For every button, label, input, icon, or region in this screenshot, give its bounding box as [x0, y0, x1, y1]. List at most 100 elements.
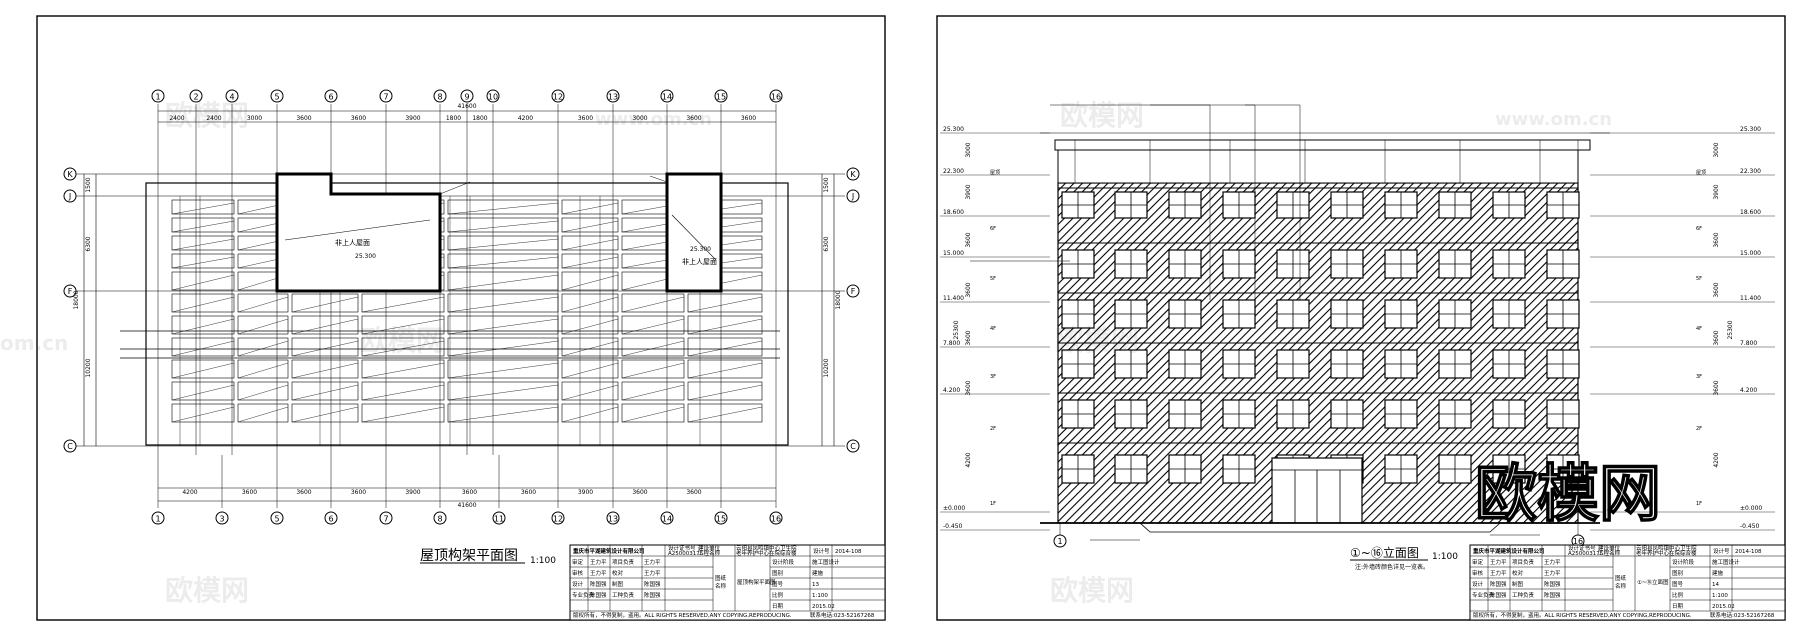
axis-bubble-bottom: [551, 511, 565, 525]
title-block: 重庆市平湖建筑设计有限公司设计证书号A250003175建设单位工程名称云阳县凤…: [1469, 544, 1786, 621]
level-mark-right: 22.300: [1740, 168, 1761, 175]
axis-bubble-side: [63, 167, 77, 181]
tb-name: 王力平: [1490, 558, 1507, 566]
level-dim: 3000: [965, 142, 972, 157]
axis-bubble-bottom: [270, 511, 284, 525]
level-dim: 3600: [965, 232, 972, 247]
dim-text: 1800: [446, 115, 461, 122]
frame-bay: [561, 403, 619, 423]
tb-label: 图号: [1672, 580, 1684, 588]
frame-bay: [447, 253, 559, 269]
frame-slope: [171, 202, 235, 215]
dim-text: 3600: [296, 489, 311, 496]
frame-slope: [447, 220, 559, 233]
footer-left: 版权所有，不得复制，盗用。ALL RIGHTS RESERVED,ANY COP…: [573, 611, 792, 619]
roof-elev-right: 25.300: [690, 246, 711, 253]
leader-line: [439, 181, 471, 195]
frame-bay: [361, 315, 445, 335]
frame-slope: [291, 340, 359, 357]
axis-bubble: [1053, 534, 1067, 548]
project-label: 工程名称: [1598, 549, 1621, 557]
level-mark-left: 25.300: [943, 126, 964, 133]
frame-bay: [361, 337, 445, 357]
frame-bay: [621, 403, 685, 423]
tb-label: 比例: [1672, 591, 1684, 599]
frame-bay: [291, 293, 359, 313]
frame-bay: [447, 293, 559, 313]
floor-label: 4F: [1696, 326, 1702, 332]
axis-label: C: [850, 442, 856, 451]
dim-text: 2400: [169, 115, 184, 122]
frame-bay: [171, 271, 235, 291]
frame-bay: [237, 381, 289, 401]
tb-val: 2015.02: [812, 604, 835, 610]
client-label: 建设单位: [698, 544, 721, 552]
dim-text: 3000: [632, 115, 647, 122]
frame-bay: [447, 271, 559, 291]
frame-bay: [171, 315, 235, 335]
tb-role: 工种负责: [612, 591, 635, 599]
axis-bubble-side: [846, 167, 860, 181]
dim-text: 3900: [405, 115, 420, 122]
tb-role: 工种负责: [1512, 591, 1535, 599]
frame-bay: [171, 199, 235, 215]
frame-slope: [361, 296, 445, 313]
tb-role: 校对: [612, 569, 624, 577]
frame-slope: [561, 340, 619, 357]
design-no: 2014-108: [1735, 549, 1762, 555]
tb-role: 审定: [572, 558, 584, 566]
axis-bubble-top: [769, 89, 783, 103]
frame-slope: [561, 384, 619, 401]
slope-line: [284, 219, 431, 241]
dim-text: 4200: [518, 115, 533, 122]
axis-bubble-bottom: [433, 511, 447, 525]
tb-name: 陈国强: [590, 591, 607, 599]
frame-bay: [237, 403, 289, 423]
dim-text: 3600: [686, 489, 701, 496]
frame-slope: [687, 406, 763, 423]
floor-label: 6F: [1696, 226, 1702, 232]
dim-text: 3600: [242, 489, 257, 496]
frame-bay: [561, 217, 619, 233]
client: 云阳县凤鸣镇中心卫生院: [1636, 544, 1697, 552]
dim-text: 3600: [741, 115, 756, 122]
axis-bubble-side: [846, 439, 860, 453]
frame-slope: [291, 362, 359, 379]
frame-bay: [171, 217, 235, 233]
axis-bubble-top: [551, 89, 565, 103]
frame-slope: [687, 340, 763, 357]
axis-label: K: [67, 170, 73, 179]
frame-slope: [447, 274, 559, 291]
dim-text: 3900: [578, 489, 593, 496]
frame-bay: [171, 253, 235, 269]
design-no-label: 设计号: [1713, 547, 1730, 555]
level-mark-right: 15.000: [1740, 250, 1761, 257]
side-dim: 10200: [85, 358, 92, 377]
floor-label: 5F: [1696, 276, 1702, 282]
sheet-no: 14: [1712, 582, 1719, 588]
tb-val: 1:100: [812, 593, 828, 599]
dim-text: 3600: [686, 115, 701, 122]
axis-label: J: [68, 192, 71, 201]
level-mark-left: 18.600: [943, 209, 964, 216]
frame-slope: [291, 318, 359, 335]
frame-bay: [237, 337, 289, 357]
footer-right: 联系电话:023-52167268: [1710, 611, 1775, 619]
axis-bubble-top: [606, 89, 620, 103]
axis-bubble-top: [324, 89, 338, 103]
tb-name: 王力平: [590, 569, 607, 577]
frame-bay: [621, 293, 685, 313]
frame-slope: [561, 296, 619, 313]
frame-bay: [621, 381, 685, 401]
side-dim: 6300: [85, 236, 92, 251]
frame-slope: [447, 362, 559, 379]
floor-label: 5F: [990, 276, 996, 282]
frame-bay: [171, 403, 235, 423]
tb-label: 名称: [715, 582, 727, 590]
axis-bubble-bottom: [606, 511, 620, 525]
frame-bay: [687, 315, 763, 335]
frame-bay: [621, 337, 685, 357]
axis-bubble-top: [433, 89, 447, 103]
